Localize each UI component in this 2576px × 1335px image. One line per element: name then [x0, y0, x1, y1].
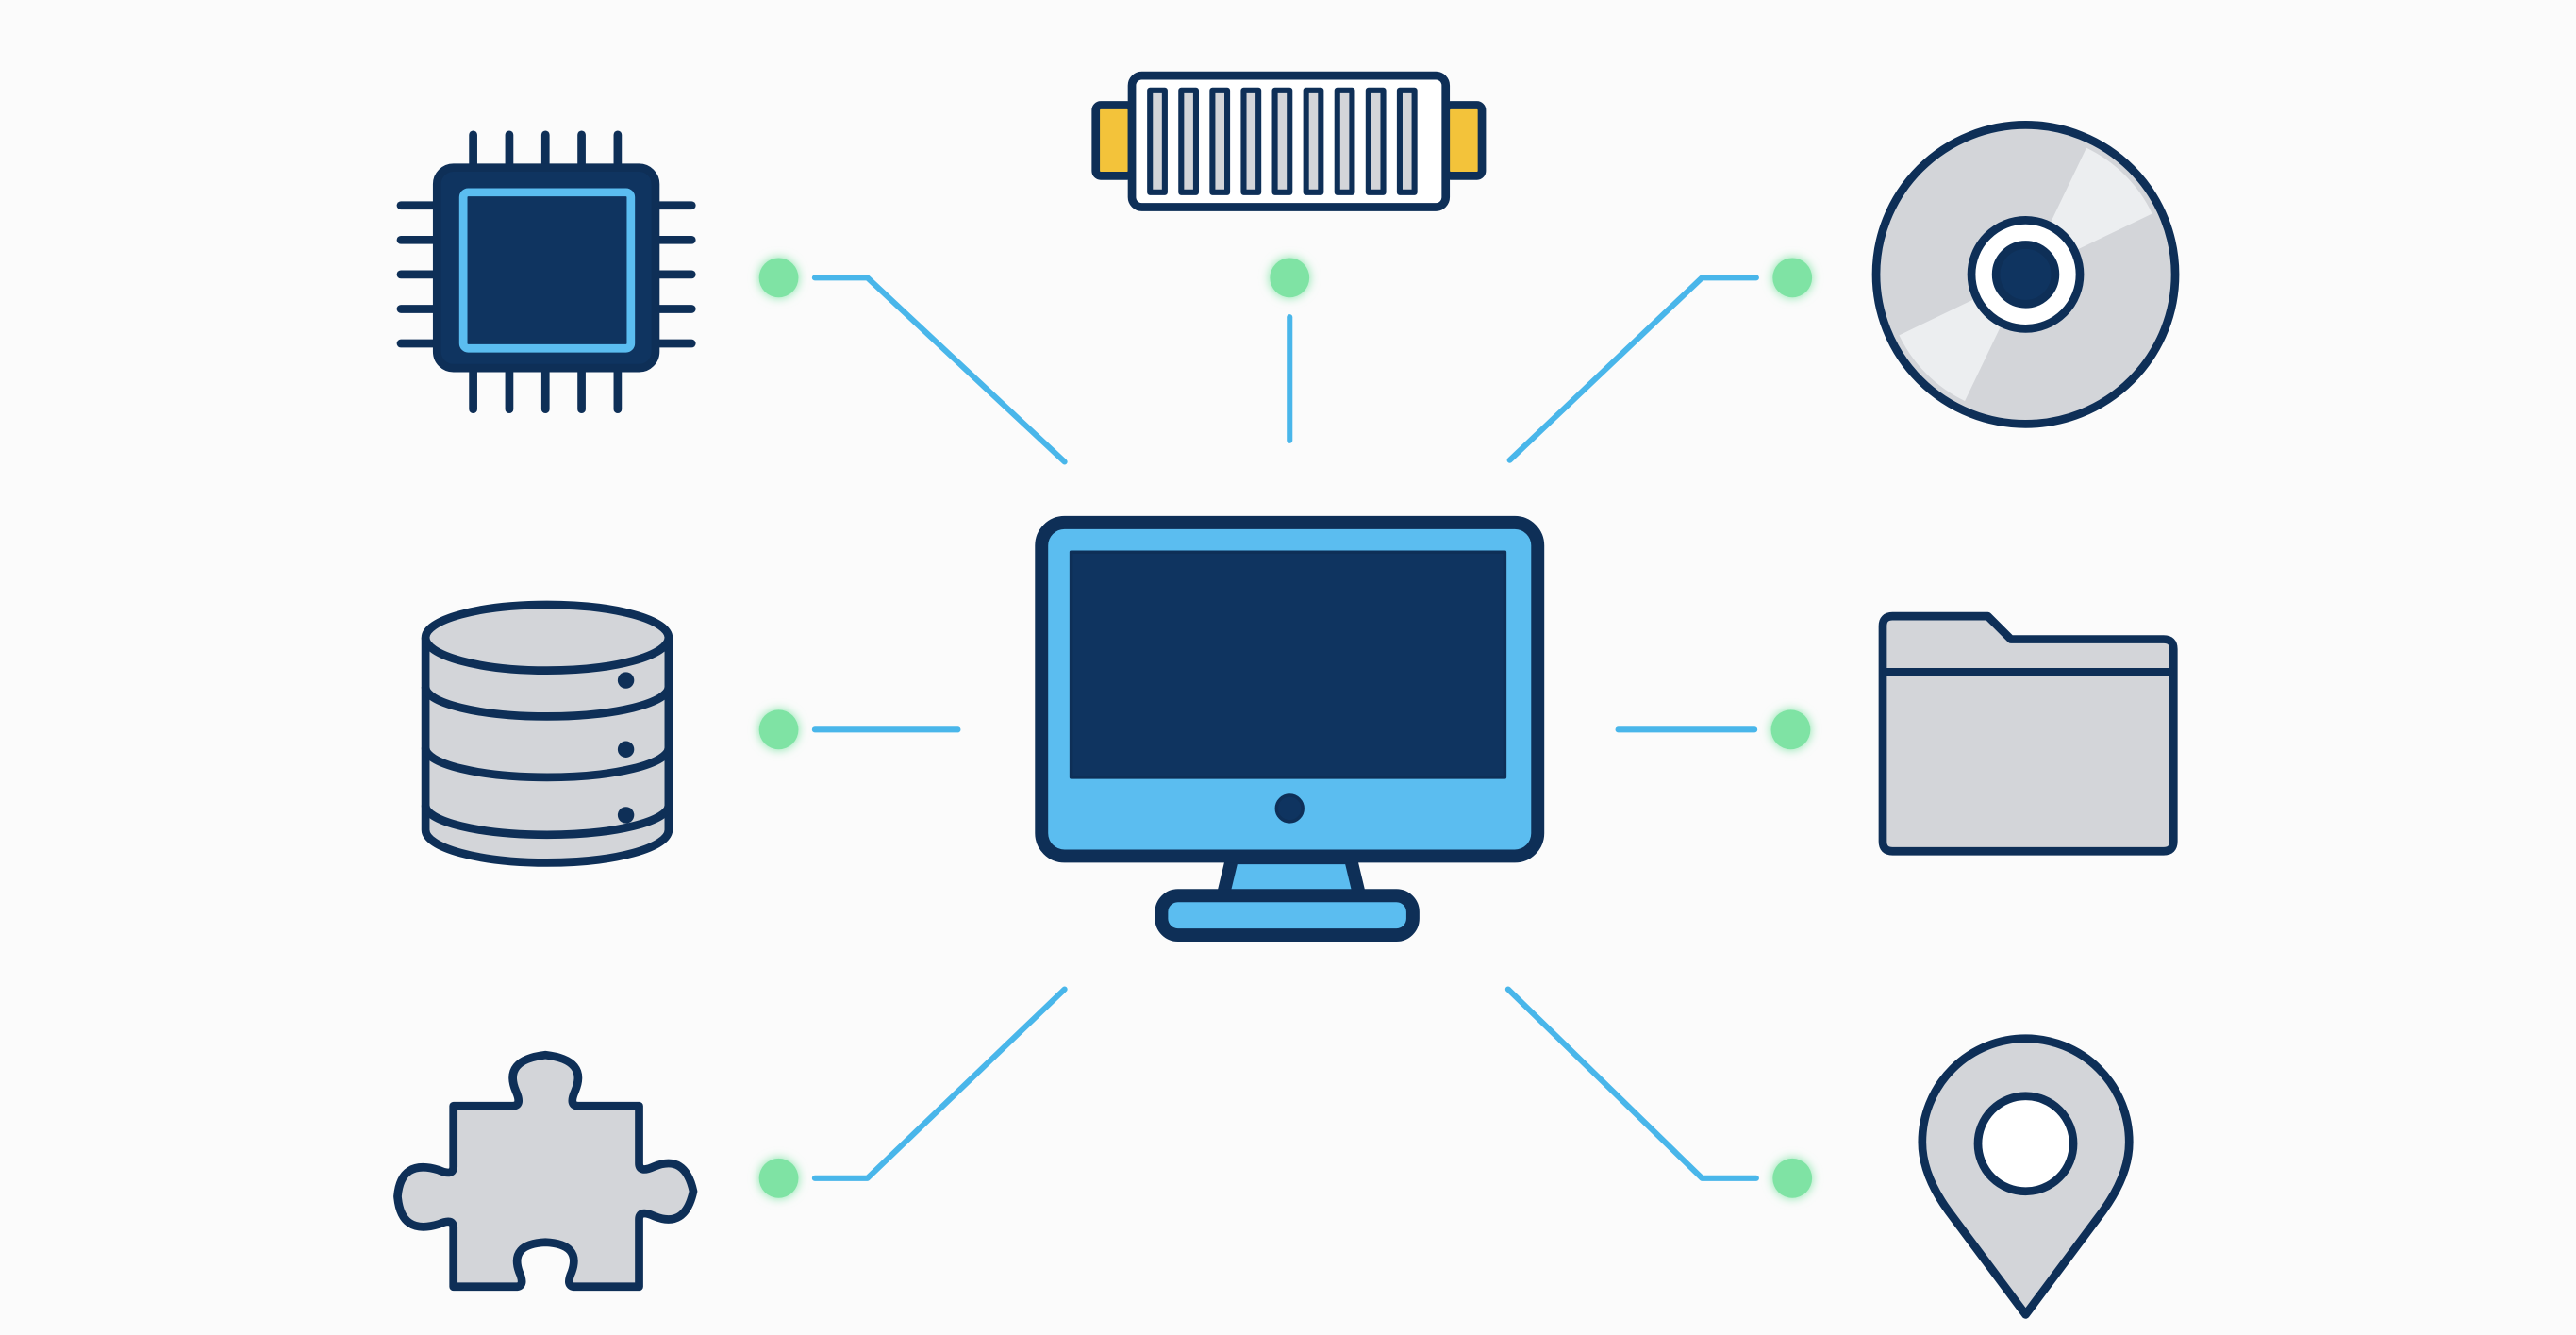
node-dot — [758, 1158, 799, 1198]
node-dot — [1770, 709, 1811, 750]
optical-disc-icon — [1871, 121, 2180, 428]
database-icon — [421, 600, 673, 867]
puzzle-piece-icon — [393, 1050, 698, 1292]
connector-disc — [1506, 275, 1759, 463]
node-dot — [758, 709, 799, 750]
node-dot — [1772, 258, 1813, 298]
node-dot — [1772, 1158, 1813, 1198]
connector-puzzle — [811, 986, 1068, 1181]
connector-location — [1504, 986, 1759, 1181]
node-dot — [1270, 258, 1310, 298]
memory-module-icon — [1091, 71, 1487, 211]
node-dot — [758, 258, 799, 298]
desktop-monitor-icon — [1035, 515, 1545, 943]
folder-icon — [1878, 611, 2178, 856]
connector-cpu — [811, 275, 1068, 465]
cpu-chip-icon — [396, 130, 696, 414]
location-pin-icon — [1918, 1034, 2134, 1319]
